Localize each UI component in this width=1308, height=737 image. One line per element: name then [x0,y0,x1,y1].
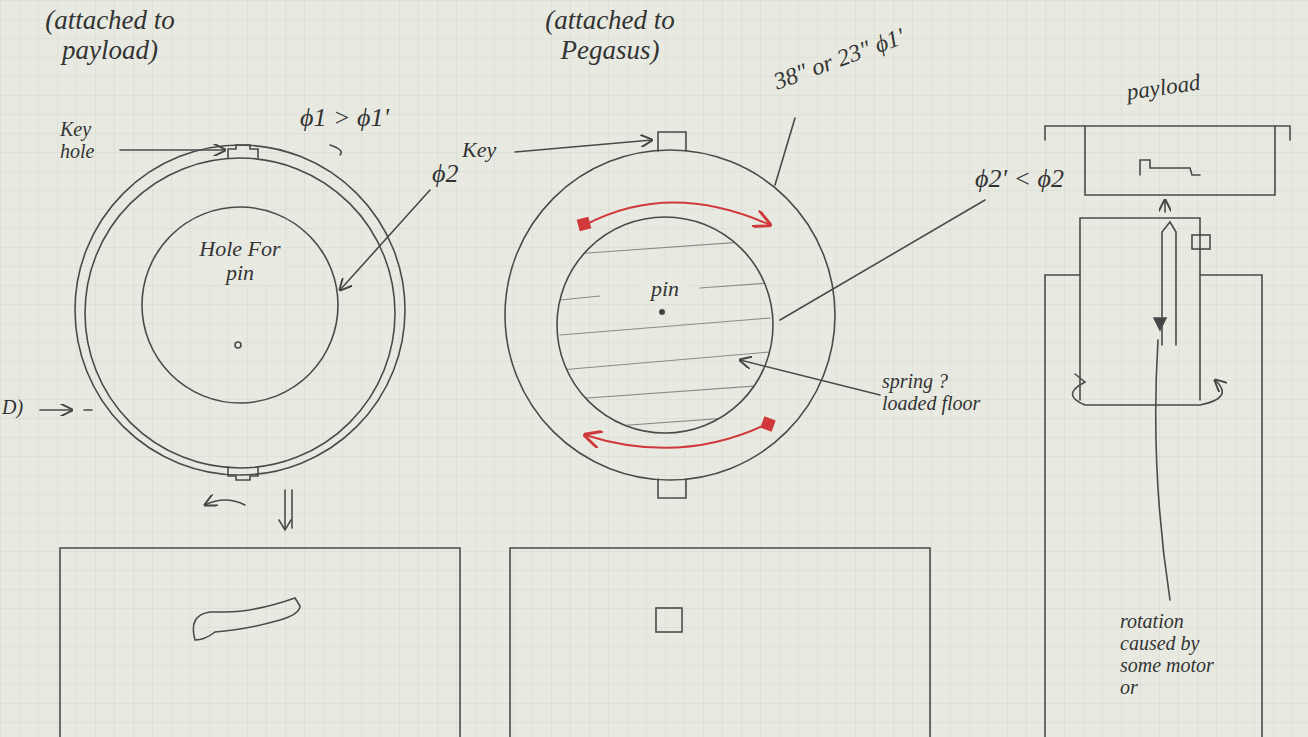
dimension: 38" or 23" ϕ1' [770,2,967,95]
circular-plate: pin [555,215,775,435]
circle-outline [555,215,775,435]
circle-outline [140,205,340,405]
note: spring ? loaded floor [882,370,992,414]
circular-plate: Hole For pin [140,205,340,405]
part-note: (attached to payload) [20,6,200,65]
part-name: Key hole [60,118,120,162]
note: rotation caused by some motor or [1120,610,1220,698]
part-name: payload [1125,65,1237,105]
part-name: Key [462,138,512,162]
dimension: ϕ1 > ϕ1' [300,104,440,133]
part-note: (attached to Pegasus) [520,6,700,65]
cut-text: D) [2,396,42,418]
dimension: ϕ2 [432,160,492,189]
node-text: Hole For pin [196,237,284,285]
node-text: pin [643,277,687,301]
dimension: ϕ2' < ϕ2 [975,165,1125,194]
